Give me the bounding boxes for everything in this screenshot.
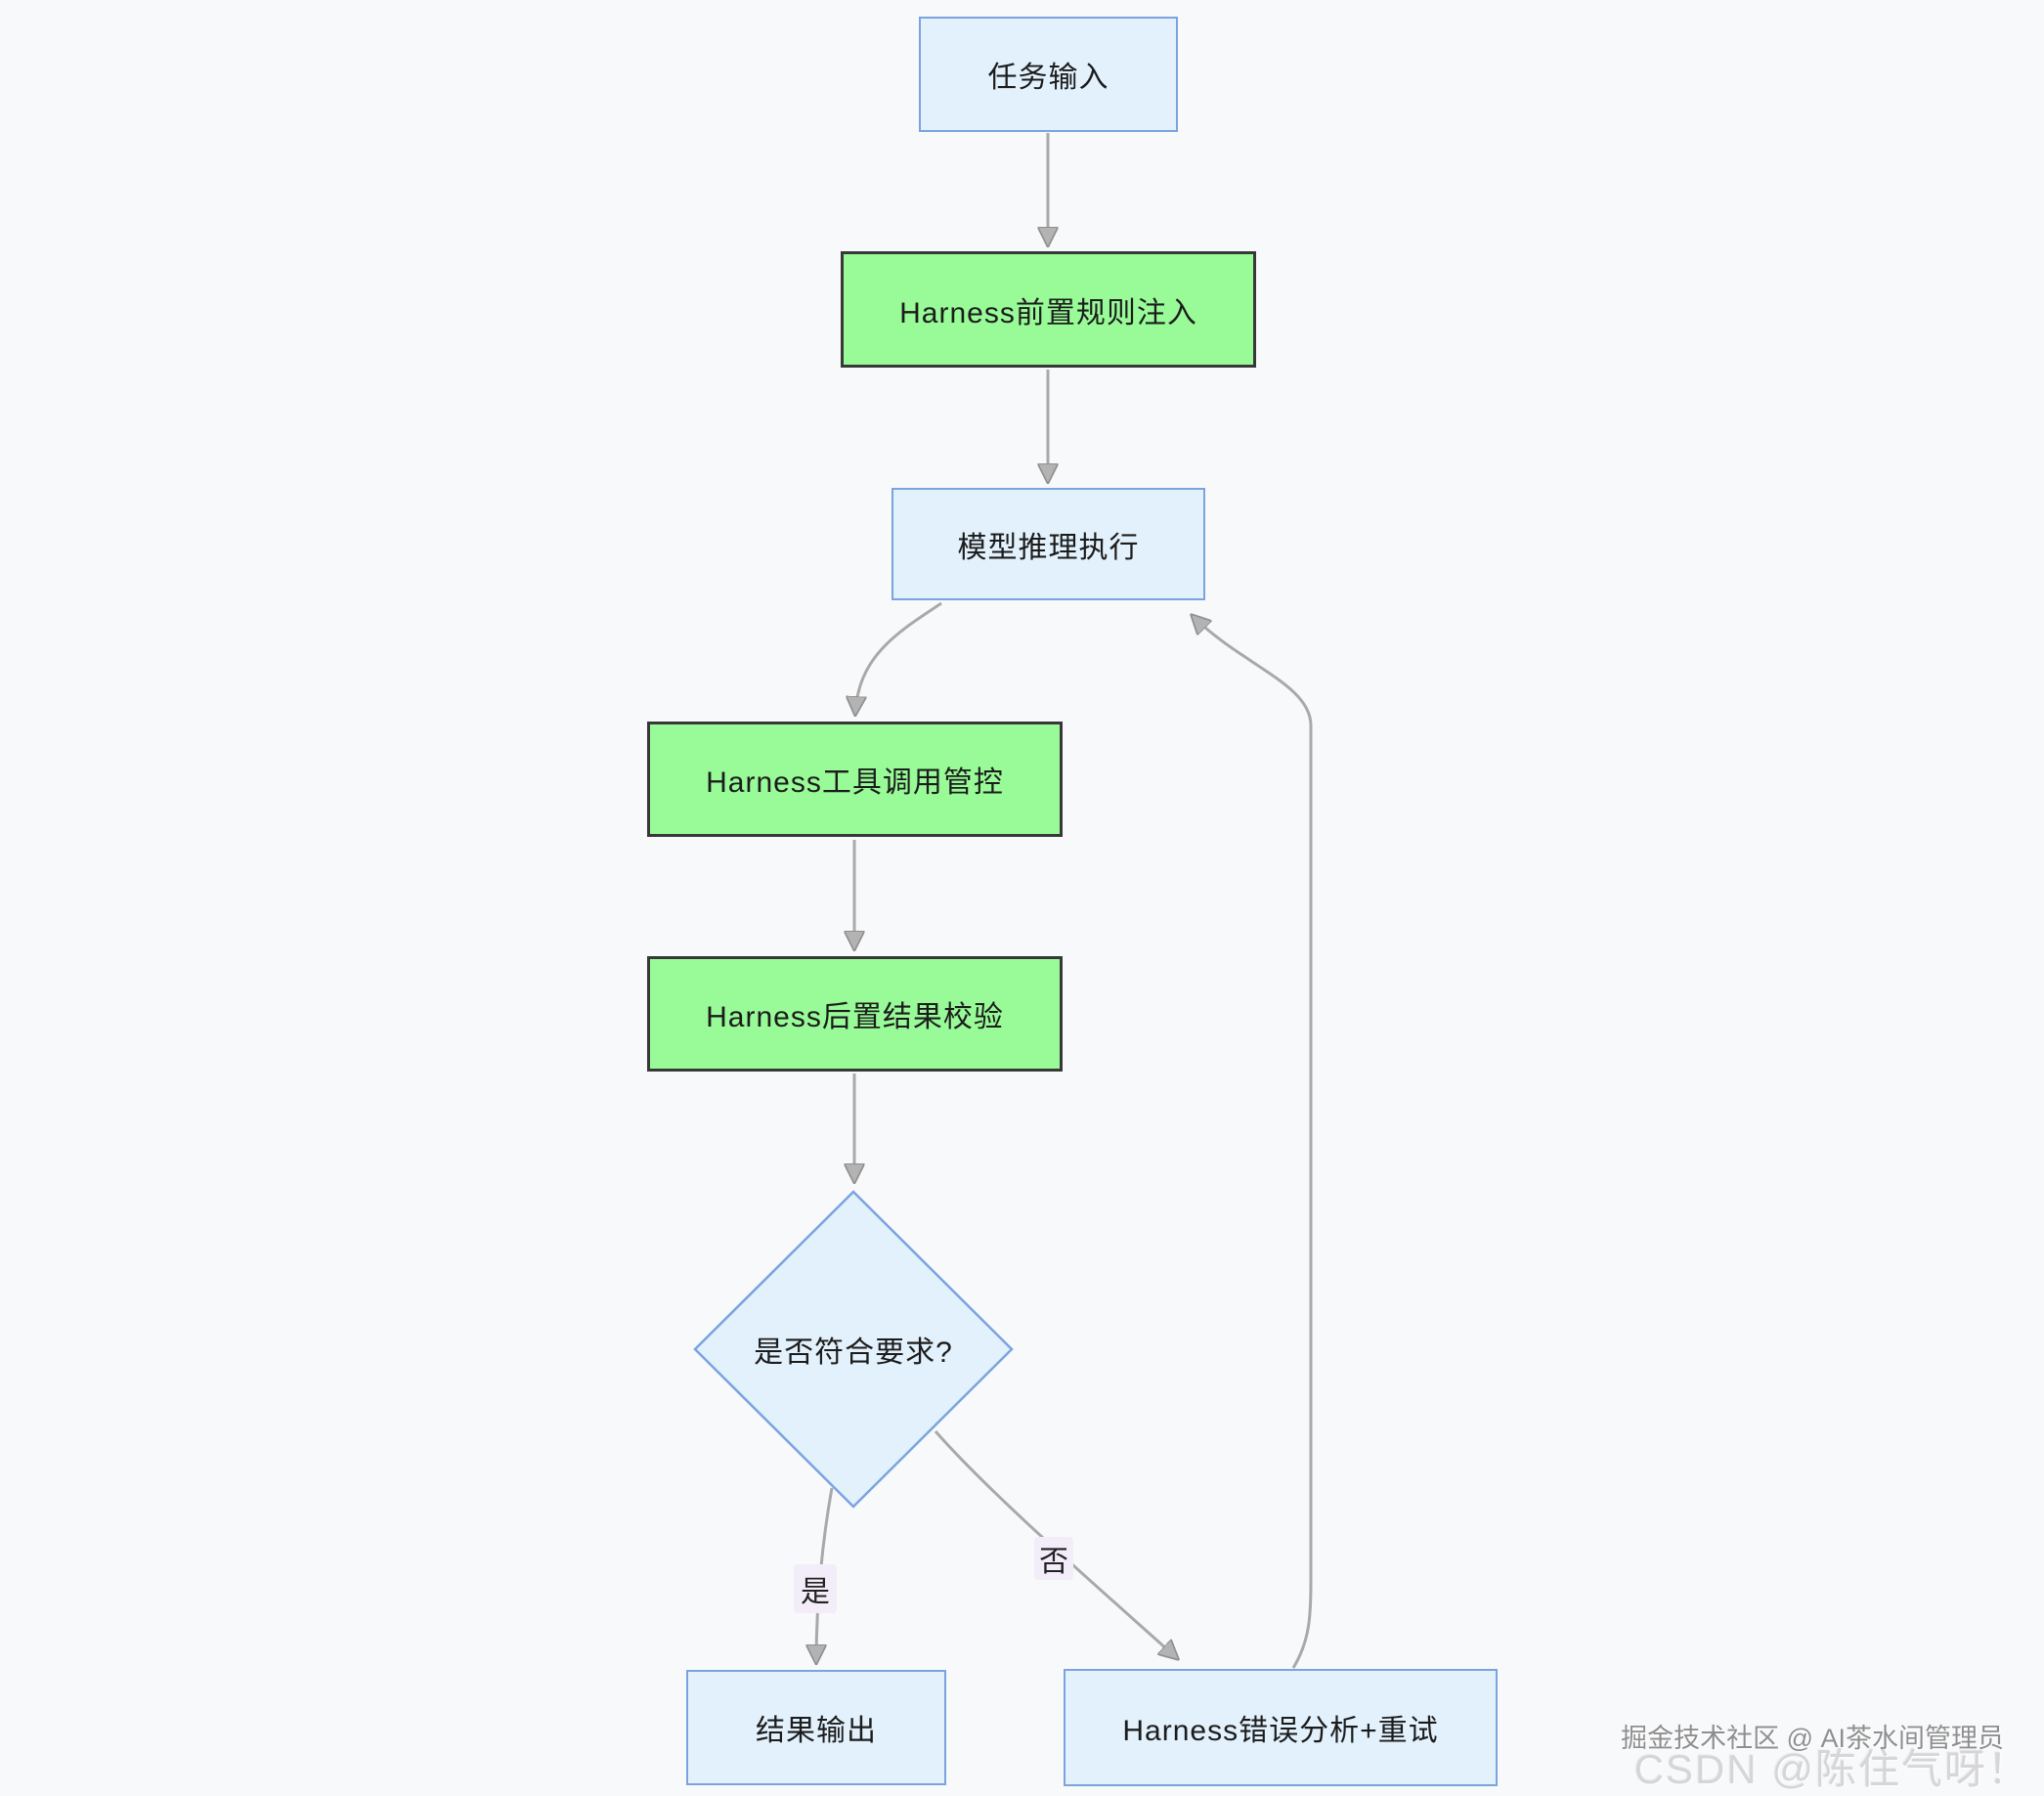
node-error-retry: Harness错误分析+重试: [1064, 1669, 1498, 1786]
watermark-juejin: 掘金技术社区 @ AI茶水间管理员: [1621, 1724, 2004, 1753]
edge-label-yes: 是: [794, 1564, 837, 1613]
edge-label-no: 否: [1034, 1537, 1073, 1580]
node-model-inference: 模型推理执行: [892, 488, 1205, 600]
edge-model-to-toolcontrol: [855, 601, 942, 714]
node-result-output: 结果输出: [686, 1670, 946, 1785]
node-post-result-check: Harness后置结果校验: [647, 956, 1063, 1072]
node-task-input: 任务输入: [919, 17, 1178, 132]
watermark-csdn: CSDN @陈住气呀！: [1633, 1746, 2030, 1792]
decision-diamond-shape: [693, 1190, 1014, 1509]
node-pre-rule-injection: Harness前置规则注入: [841, 251, 1256, 368]
edge-error-retry-loop-to-model: [1193, 616, 1313, 1669]
node-tool-call-control: Harness工具调用管控: [647, 722, 1063, 837]
node-decision-label: 是否符合要求?: [754, 1336, 953, 1369]
